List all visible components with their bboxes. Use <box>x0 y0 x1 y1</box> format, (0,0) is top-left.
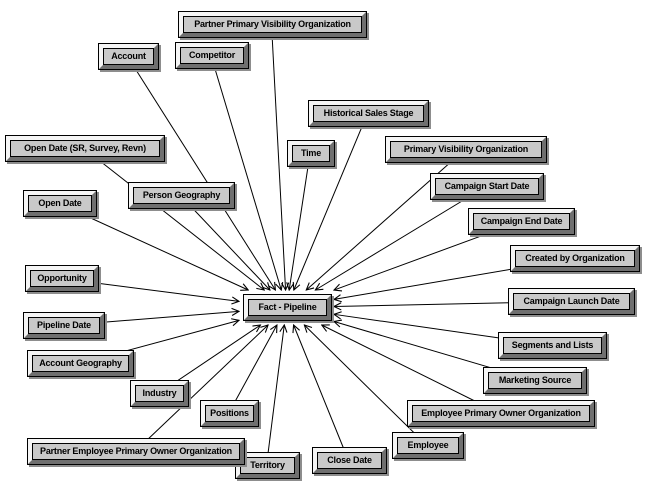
node-close-date[interactable]: Close Date <box>312 447 387 474</box>
connector-employee-to-fact <box>304 325 428 446</box>
dimension-node-label: Segments and Lists <box>503 337 602 354</box>
dimension-node-label: Campaign End Date <box>473 213 570 230</box>
dimension-node-bevel: Territory <box>236 453 299 478</box>
dimension-node-bevel: Open Date <box>24 191 96 216</box>
node-marketing-source[interactable]: Marketing Source <box>483 367 587 394</box>
dimension-node-bevel: Time <box>288 141 334 166</box>
dimension-node-bevel: Competitor <box>176 43 248 68</box>
connector-partner-employee-primary-owner-organization-to-fact <box>134 325 268 452</box>
node-open-date-sr-survey-revn[interactable]: Open Date (SR, Survey, Revn) <box>5 135 165 162</box>
dimension-node-label: Employee <box>397 437 459 454</box>
dimension-node-label: Person Geography <box>133 187 230 204</box>
dimension-node-bevel: Marketing Source <box>484 368 586 393</box>
connector-primary-visibility-organization-to-fact <box>306 149 466 291</box>
dimension-node-label: Opportunity <box>30 270 94 287</box>
dimension-node-bevel: Open Date (SR, Survey, Revn) <box>6 136 164 161</box>
connector-positions-to-fact <box>228 325 277 414</box>
dimension-node-label: Partner Employee Primary Owner Organizat… <box>32 443 240 460</box>
dimension-node-bevel: Opportunity <box>26 266 98 291</box>
dimension-node-label: Employee Primary Owner Organization <box>412 405 590 422</box>
dimension-node-bevel: Primary Visibility Organization <box>386 137 546 162</box>
connector-person-geography-to-fact <box>180 195 270 291</box>
connector-territory-to-fact <box>266 325 285 466</box>
dimension-node-label: Close Date <box>317 452 382 469</box>
node-campaign-end-date[interactable]: Campaign End Date <box>468 208 575 235</box>
dimension-node-bevel: Person Geography <box>129 183 234 208</box>
connector-historical-sales-stage-to-fact <box>294 113 368 291</box>
dimension-node-bevel: Account Geography <box>28 351 133 376</box>
dimension-node-label: Primary Visibility Organization <box>390 141 542 158</box>
dimension-node-label: Campaign Launch Date <box>513 293 630 310</box>
connector-employee-primary-owner-organization-to-fact <box>322 325 501 414</box>
node-opportunity[interactable]: Opportunity <box>25 265 99 292</box>
dimension-node-label: Partner Primary Visibility Organization <box>183 16 362 33</box>
dimension-node-label: Pipeline Date <box>28 317 100 334</box>
node-time[interactable]: Time <box>287 140 335 167</box>
node-account-geography[interactable]: Account Geography <box>27 350 134 377</box>
dimension-node-label: Open Date <box>28 195 92 212</box>
dimension-node-label: Open Date (SR, Survey, Revn) <box>10 140 160 157</box>
node-employee[interactable]: Employee <box>392 432 464 459</box>
node-account[interactable]: Account <box>98 43 159 70</box>
dimension-node-bevel: Partner Primary Visibility Organization <box>179 12 366 37</box>
connector-time-to-fact <box>289 153 311 291</box>
node-competitor[interactable]: Competitor <box>175 42 249 69</box>
dimension-node-label: Time <box>292 145 330 162</box>
dimension-node-bevel: Partner Employee Primary Owner Organizat… <box>28 439 244 464</box>
node-positions[interactable]: Positions <box>200 400 259 427</box>
dimension-node-bevel: Account <box>99 44 158 69</box>
dimension-node-bevel: Campaign Start Date <box>431 174 543 199</box>
fact-node-bevel: Fact - Pipeline <box>244 295 331 320</box>
node-segments-and-lists[interactable]: Segments and Lists <box>498 332 607 359</box>
node-open-date[interactable]: Open Date <box>23 190 97 217</box>
dimension-node-label: Territory <box>240 457 295 474</box>
node-campaign-start-date[interactable]: Campaign Start Date <box>430 173 544 200</box>
node-campaign-launch-date[interactable]: Campaign Launch Date <box>508 288 635 315</box>
connector-campaign-start-date-to-fact <box>315 186 487 291</box>
connector-close-date-to-fact <box>294 325 349 461</box>
dimension-node-label: Marketing Source <box>488 372 582 389</box>
node-primary-visibility-organization[interactable]: Primary Visibility Organization <box>385 136 547 163</box>
node-person-geography[interactable]: Person Geography <box>128 182 235 209</box>
connector-open-date-sr-survey-revn-to-fact <box>83 148 264 291</box>
fact-node-label: Fact - Pipeline <box>248 299 327 316</box>
dimension-node-label: Competitor <box>180 47 244 64</box>
connector-account-to-fact <box>127 56 276 291</box>
dimension-node-bevel: Campaign Launch Date <box>509 289 634 314</box>
dimension-node-label: Industry <box>135 385 184 402</box>
dimension-node-label: Positions <box>205 405 254 422</box>
dimension-node-bevel: Industry <box>131 381 188 406</box>
node-fact-pipeline[interactable]: Fact - Pipeline <box>243 294 332 321</box>
node-created-by-organization[interactable]: Created by Organization <box>510 245 640 272</box>
dimension-node-label: Account <box>103 48 154 65</box>
dimension-node-bevel: Pipeline Date <box>24 313 104 338</box>
connector-partner-primary-visibility-organization-to-fact <box>271 24 286 291</box>
dimension-node-label: Account Geography <box>32 355 129 372</box>
dimension-node-bevel: Created by Organization <box>511 246 639 271</box>
dimension-node-bevel: Employee <box>393 433 463 458</box>
node-employee-primary-owner-organization[interactable]: Employee Primary Owner Organization <box>407 400 595 427</box>
dimension-node-bevel: Historical Sales Stage <box>309 101 428 126</box>
dimension-node-label: Historical Sales Stage <box>313 105 424 122</box>
dimension-node-bevel: Campaign End Date <box>469 209 574 234</box>
connector-competitor-to-fact <box>210 55 281 291</box>
dimension-node-bevel: Close Date <box>313 448 386 473</box>
node-partner-employee-primary-owner-organization[interactable]: Partner Employee Primary Owner Organizat… <box>27 438 245 465</box>
connector-open-date-to-fact <box>58 203 248 291</box>
dimension-node-bevel: Positions <box>201 401 258 426</box>
node-industry[interactable]: Industry <box>130 380 189 407</box>
node-pipeline-date[interactable]: Pipeline Date <box>23 312 105 339</box>
dimension-node-bevel: Segments and Lists <box>499 333 606 358</box>
dimension-node-bevel: Employee Primary Owner Organization <box>408 401 594 426</box>
node-territory[interactable]: Territory <box>235 452 300 479</box>
dimension-node-label: Created by Organization <box>515 250 635 267</box>
node-historical-sales-stage[interactable]: Historical Sales Stage <box>308 100 429 127</box>
node-partner-primary-visibility-organization[interactable]: Partner Primary Visibility Organization <box>178 11 367 38</box>
dimension-node-label: Campaign Start Date <box>435 178 539 195</box>
